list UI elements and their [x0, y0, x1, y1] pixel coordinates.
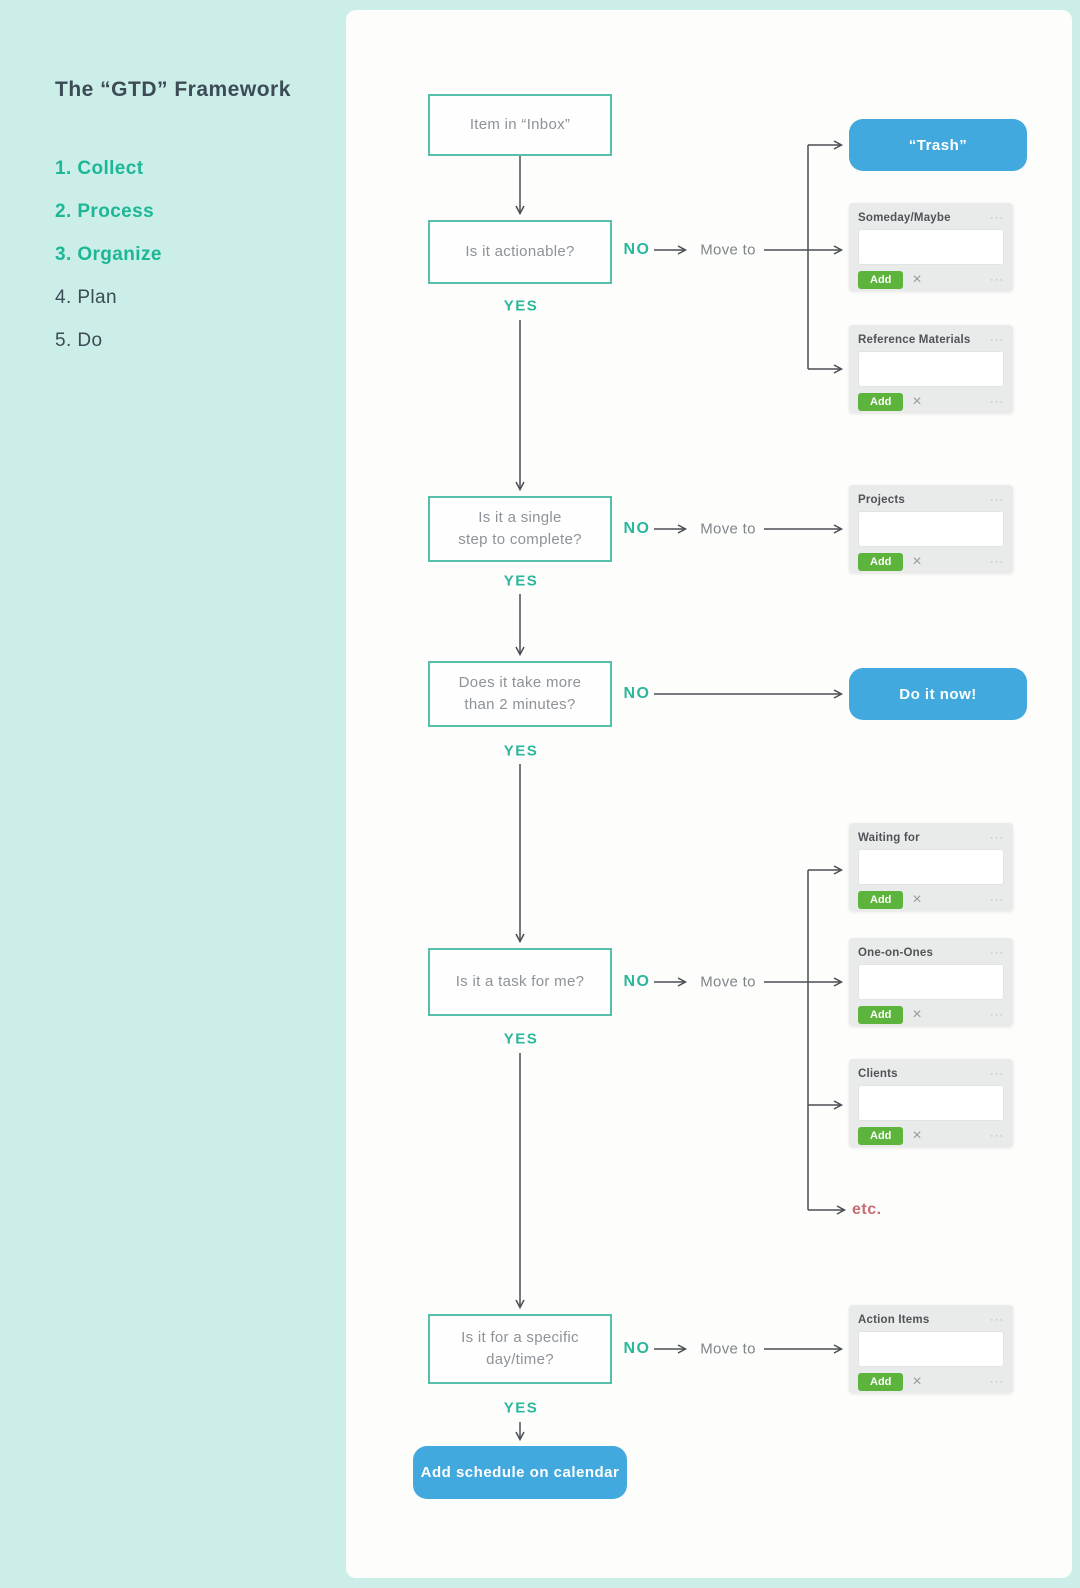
framework-step-process: 2. Process: [55, 201, 155, 222]
close-icon[interactable]: ×: [912, 890, 922, 908]
card-title: Clients: [858, 1067, 898, 1080]
card-text-input[interactable]: [858, 849, 1004, 885]
add-button[interactable]: Add: [858, 890, 904, 909]
no-label: NO: [623, 241, 651, 258]
add-button[interactable]: Add: [858, 552, 904, 571]
add-button[interactable]: Add: [858, 1126, 904, 1145]
card-text-input[interactable]: [858, 964, 1004, 1000]
add-button[interactable]: Add: [858, 270, 904, 289]
move-to-label: Move to: [700, 520, 756, 538]
list-card-waiting-for: Waiting for ··· Add × ···: [849, 823, 1013, 911]
card-text-input[interactable]: [858, 351, 1004, 387]
list-card-someday-maybe: Someday/Maybe ··· Add × ···: [849, 203, 1013, 291]
framework-step-organize: 3. Organize: [55, 244, 162, 265]
card-title: Waiting for: [858, 831, 920, 844]
no-label: NO: [623, 973, 651, 990]
close-icon[interactable]: ×: [912, 552, 922, 570]
overflow-icon[interactable]: ···: [990, 1129, 1004, 1142]
flow-node-task-for-me: Is it a task for me?: [428, 948, 612, 1016]
list-card-one-on-ones: One-on-Ones ··· Add × ···: [849, 938, 1013, 1026]
card-title: Action Items: [858, 1313, 930, 1326]
no-label: NO: [623, 1340, 651, 1357]
card-title: Projects: [858, 493, 905, 506]
close-icon[interactable]: ×: [912, 392, 922, 410]
overflow-icon[interactable]: ···: [990, 273, 1004, 286]
page-title: The “GTD” Framework: [55, 78, 291, 101]
etc-label: etc.: [852, 1201, 882, 1218]
framework-step-plan: 4. Plan: [55, 287, 117, 308]
move-to-label: Move to: [700, 973, 756, 991]
card-title: One-on-Ones: [858, 946, 934, 959]
list-card-reference-materials: Reference Materials ··· Add × ···: [849, 325, 1013, 413]
overflow-icon[interactable]: ···: [990, 1375, 1004, 1388]
list-card-projects: Projects ··· Add × ···: [849, 485, 1013, 573]
framework-step-do: 5. Do: [55, 330, 103, 351]
move-to-label: Move to: [700, 1340, 756, 1358]
yes-label: YES: [503, 742, 539, 760]
overflow-icon[interactable]: ···: [990, 1008, 1004, 1021]
overflow-icon[interactable]: ···: [990, 1313, 1004, 1326]
overflow-icon[interactable]: ···: [990, 893, 1004, 906]
overflow-icon[interactable]: ···: [990, 1067, 1004, 1080]
move-to-label: Move to: [700, 241, 756, 259]
framework-step-collect: 1. Collect: [55, 158, 144, 179]
yes-label: YES: [503, 297, 539, 315]
add-button[interactable]: Add: [858, 1372, 904, 1391]
overflow-icon[interactable]: ···: [990, 831, 1004, 844]
card-title: Reference Materials: [858, 333, 971, 346]
close-icon[interactable]: ×: [912, 1005, 922, 1023]
yes-label: YES: [503, 1399, 539, 1417]
no-label: NO: [623, 685, 651, 702]
overflow-icon[interactable]: ···: [990, 493, 1004, 506]
flow-node-two-minutes: Does it take more than 2 minutes?: [428, 661, 612, 727]
close-icon[interactable]: ×: [912, 1372, 922, 1390]
yes-label: YES: [503, 572, 539, 590]
add-button[interactable]: Add: [858, 1005, 904, 1024]
flow-node-add-schedule: Add schedule on calendar: [413, 1446, 627, 1499]
overflow-icon[interactable]: ···: [990, 333, 1004, 346]
flow-node-single-step: Is it a single step to complete?: [428, 496, 612, 562]
framework-steps-list: 1. Collect 2. Process 3. Organize 4. Pla…: [55, 159, 162, 374]
card-title: Someday/Maybe: [858, 211, 951, 224]
close-icon[interactable]: ×: [912, 1126, 922, 1144]
overflow-icon[interactable]: ···: [990, 555, 1004, 568]
flow-node-specific-day-time: Is it for a specific day/time?: [428, 1314, 612, 1384]
list-card-clients: Clients ··· Add × ···: [849, 1059, 1013, 1147]
card-text-input[interactable]: [858, 1085, 1004, 1121]
close-icon[interactable]: ×: [912, 270, 922, 288]
no-label: NO: [623, 520, 651, 537]
card-text-input[interactable]: [858, 511, 1004, 547]
flow-node-item-in-inbox: Item in “Inbox”: [428, 94, 612, 156]
list-card-action-items: Action Items ··· Add × ···: [849, 1305, 1013, 1393]
flow-node-do-it-now: Do it now!: [849, 668, 1027, 720]
overflow-icon[interactable]: ···: [990, 211, 1004, 224]
flow-node-is-it-actionable: Is it actionable?: [428, 220, 612, 284]
yes-label: YES: [503, 1030, 539, 1048]
add-button[interactable]: Add: [858, 392, 904, 411]
overflow-icon[interactable]: ···: [990, 946, 1004, 959]
card-text-input[interactable]: [858, 229, 1004, 265]
overflow-icon[interactable]: ···: [990, 395, 1004, 408]
card-text-input[interactable]: [858, 1331, 1004, 1367]
flow-node-trash: “Trash”: [849, 119, 1027, 171]
